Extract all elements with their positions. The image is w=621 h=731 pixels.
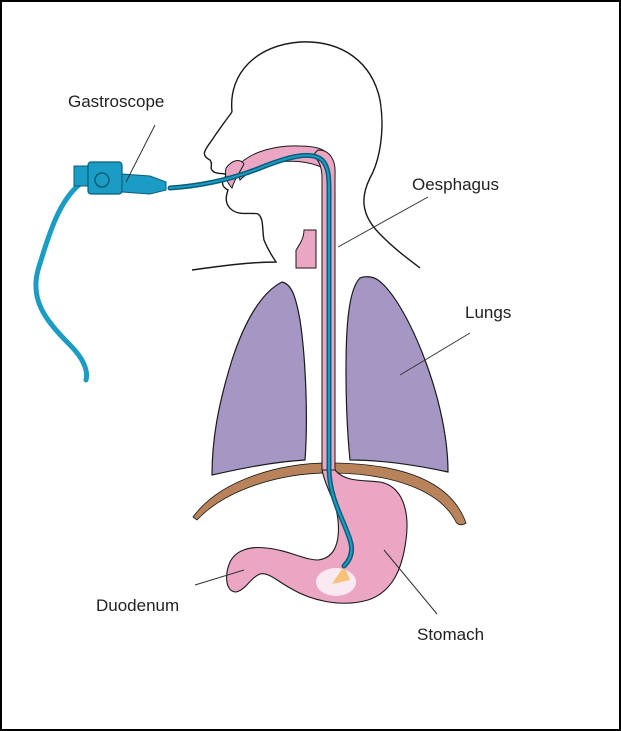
gastroscope-camera-icon — [74, 162, 166, 194]
face-profile — [192, 112, 276, 270]
gastroscope-cable — [36, 184, 87, 380]
trachea-stub — [296, 230, 316, 268]
left-lung — [212, 282, 306, 475]
label-lungs: Lungs — [465, 303, 511, 322]
label-stomach: Stomach — [417, 625, 484, 644]
label-oesphagus: Oesphagus — [412, 175, 499, 194]
right-lung — [346, 277, 448, 472]
leader-gastroscope — [126, 125, 155, 182]
label-duodenum: Duodenum — [96, 596, 179, 615]
leader-oesphagus — [338, 197, 428, 247]
label-gastroscope: Gastroscope — [68, 92, 164, 111]
esophagus — [312, 150, 335, 470]
